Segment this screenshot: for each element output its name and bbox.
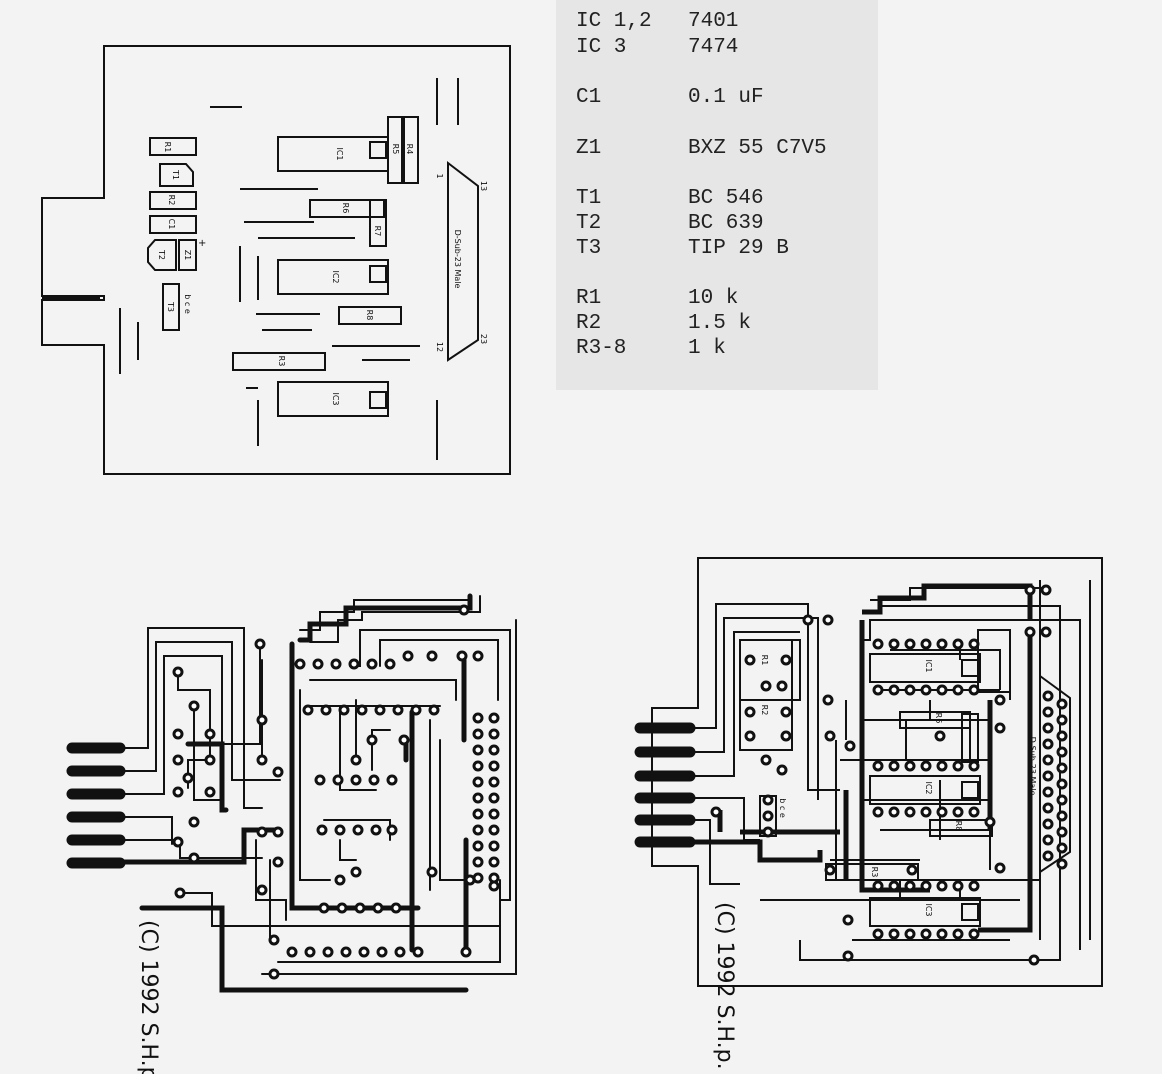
label-r1: R1 <box>163 142 172 153</box>
label-t2: T2 <box>157 249 166 260</box>
ic2-outline <box>277 259 389 295</box>
label-t3: T3 <box>166 301 175 312</box>
label-r6: R6 <box>341 203 350 214</box>
label-r2: R2 <box>167 195 176 206</box>
board-outline <box>41 45 511 475</box>
component-placement-diagram: R1 T1 R2 C1 T2 Z1 + T3 b c e IC1 IC2 IC3… <box>41 45 511 475</box>
r6-outline <box>309 199 385 218</box>
label-r3: R3 <box>277 356 286 367</box>
label-bce-right: b c e <box>778 798 787 818</box>
copyright-text-left: (C) 1992 S.H.p. <box>136 920 161 1074</box>
label-ic1-right: IC1 <box>924 659 933 672</box>
label-pin12: 12 <box>435 342 444 352</box>
t3-outline <box>162 283 180 331</box>
label-plus: + <box>198 238 206 249</box>
label-r4: R4 <box>405 144 414 155</box>
label-pin13: 13 <box>479 181 488 191</box>
thick-trace <box>139 905 469 993</box>
label-r8-right: R8 <box>954 821 963 832</box>
label-pin1: 1 <box>435 173 444 178</box>
label-r2-right: R2 <box>760 705 769 716</box>
t2-outline <box>147 239 177 271</box>
label-bce: b c e <box>183 294 192 314</box>
board-outline-right <box>651 557 1103 987</box>
r2-outline <box>149 191 197 210</box>
label-pin23: 23 <box>479 334 488 344</box>
pcb-copper-layout: (C) 1992 S.H.p. <box>66 593 517 1074</box>
r1-outline <box>149 137 197 156</box>
label-r3-right: R3 <box>870 867 879 878</box>
r3-outline <box>232 352 326 371</box>
label-t1: T1 <box>171 169 180 180</box>
label-r6-right: R6 <box>934 713 943 724</box>
pcb-combined-layout: R1 R2 IC1 IC2 IC3 R6 R8 R3 D-Sub-23 Male… <box>634 557 1103 1070</box>
copyright-text-right: (C) 1992 S.H.p. <box>712 902 737 1070</box>
label-ic1: IC1 <box>335 147 344 160</box>
r7-outline <box>369 199 387 247</box>
label-c1: C1 <box>167 219 176 230</box>
label-z1: Z1 <box>183 250 192 261</box>
label-connector-right: D-Sub-23 Male <box>1028 737 1037 796</box>
label-connector: D-Sub-23 Male <box>453 230 462 289</box>
label-ic2-right: IC2 <box>924 781 933 794</box>
ic3-outline <box>277 381 389 417</box>
edge-fingers <box>66 742 126 869</box>
t1-outline <box>159 163 194 187</box>
r8-outline <box>338 306 402 325</box>
label-r8: R8 <box>365 310 374 321</box>
c1-outline <box>149 215 197 234</box>
label-r1-right: R1 <box>760 655 769 666</box>
z1-outline <box>178 239 197 271</box>
label-r5: R5 <box>391 144 400 155</box>
label-ic3: IC3 <box>331 392 340 405</box>
label-ic3-right: IC3 <box>924 903 933 916</box>
solder-pads <box>172 604 500 980</box>
dsub-connector-outline <box>447 160 479 362</box>
r5-outline <box>387 116 405 184</box>
label-r7: R7 <box>373 226 382 237</box>
label-ic2: IC2 <box>331 270 340 283</box>
r4-outline <box>401 116 419 184</box>
